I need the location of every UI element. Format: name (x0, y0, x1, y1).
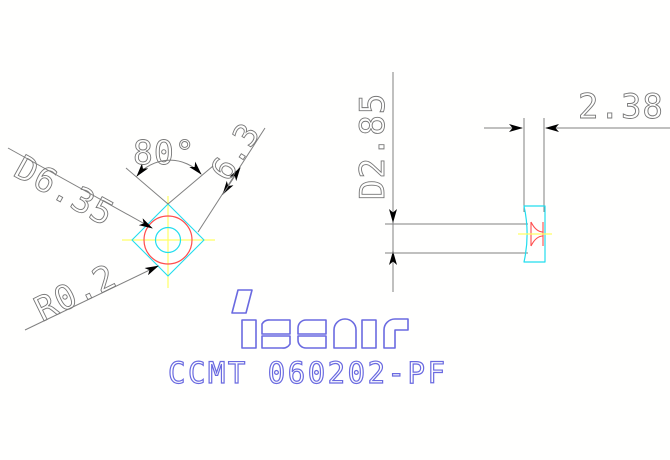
leader-line-d6-35 (7, 147, 153, 229)
logo-a (333, 318, 357, 349)
side-profile-outline (523, 205, 546, 263)
logo-i-stem (241, 319, 257, 349)
logo-c-lower (297, 335, 327, 349)
dim-arrow-side-b (222, 167, 241, 195)
iscar-logo (231, 289, 409, 349)
dimension-label-side-6-3: 6.3 (203, 116, 268, 188)
part-number-label: CCMT 060202-PF (168, 356, 447, 390)
dimension-label-2-38: 2.38 (578, 87, 664, 127)
dimension-label-r0-2: R0.2 (28, 256, 123, 330)
front-view-group: D6.35 80° 6.3 R0.2 (7, 115, 268, 331)
logo-s (261, 319, 291, 335)
dimension-label-angle-80: 80° (133, 133, 196, 172)
leader-line-r0-2 (24, 265, 159, 331)
angle-leader-right (167, 165, 214, 205)
logo-r (383, 318, 409, 349)
angle-leader-left (125, 167, 169, 205)
side-view-group: D2.85 2.38 (353, 72, 670, 292)
dimension-label-d2-85: D2.85 (353, 93, 393, 200)
angle-arc-80 (136, 159, 202, 177)
logo-s-lower (261, 335, 291, 349)
center-hole-circle (154, 226, 182, 254)
logo-c (297, 319, 327, 335)
dimension-label-d6-35: D6.35 (8, 148, 121, 235)
logo-n (361, 319, 377, 349)
logo-i-dot (231, 289, 253, 314)
inscribed-circle-d6-35 (143, 215, 193, 265)
